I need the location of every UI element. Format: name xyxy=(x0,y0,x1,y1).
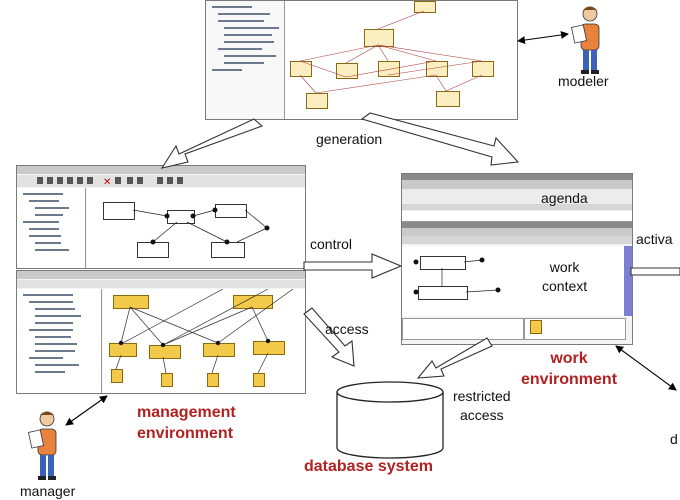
model-node xyxy=(378,61,400,77)
management-environment-label: management environment xyxy=(137,404,236,442)
work-context-detail-table xyxy=(402,318,524,340)
cut-off-label: d xyxy=(670,431,678,447)
agenda-menu-bar xyxy=(402,180,632,189)
toolbar: ✕ xyxy=(17,175,305,187)
control-arrow xyxy=(303,253,403,279)
generation-arrow-right xyxy=(360,112,520,166)
model-node xyxy=(336,63,358,79)
modeler-label: modeler xyxy=(558,73,609,89)
access-edges xyxy=(115,289,294,374)
management-access-screenshot xyxy=(16,270,306,394)
control-label: control xyxy=(310,236,353,252)
work-environment-label: work environment xyxy=(521,350,618,388)
generation-label: generation xyxy=(316,131,383,147)
generation-arrow-left xyxy=(160,118,264,169)
manager-icon xyxy=(27,411,57,480)
modeling-tool-screenshot xyxy=(205,0,518,120)
work-context-detail-table xyxy=(524,318,626,340)
model-edges xyxy=(299,10,483,94)
work-context-label: work context xyxy=(542,259,588,294)
document-node xyxy=(253,373,265,387)
access-canvas xyxy=(103,289,305,393)
activation-arrow xyxy=(630,267,680,276)
activation-label: activa xyxy=(636,231,673,247)
access-label: access xyxy=(325,321,369,337)
work-user-connector xyxy=(615,345,677,391)
toolbar-icons: ✕ xyxy=(37,177,183,187)
work-context-menu-bar xyxy=(402,228,632,236)
menu-bar xyxy=(17,271,305,279)
process-tree xyxy=(17,289,102,393)
menu-bar xyxy=(17,166,305,174)
document-node xyxy=(111,369,123,383)
agenda-table xyxy=(402,211,632,222)
modeler-connector xyxy=(517,31,569,44)
document-node xyxy=(530,320,542,334)
restricted-access-label: restricted access xyxy=(453,388,511,423)
work-environment-screenshot xyxy=(401,173,633,345)
agenda-label: agenda xyxy=(541,190,588,206)
agenda-title-bar xyxy=(402,174,632,180)
model-node xyxy=(306,93,328,109)
database-icon xyxy=(336,381,444,459)
work-context-title-bar xyxy=(402,222,632,228)
model-node xyxy=(414,1,436,13)
work-context-tab-bar xyxy=(402,236,632,244)
document-node xyxy=(207,373,219,387)
tab-bar xyxy=(17,280,305,288)
work-context-canvas xyxy=(402,246,624,316)
work-context-node xyxy=(418,286,468,300)
agenda-tab-bar xyxy=(402,204,632,210)
management-control-screenshot: ✕ xyxy=(16,165,306,269)
process-tree xyxy=(17,188,86,268)
manager-connector xyxy=(65,395,108,426)
scrollbar xyxy=(624,246,632,316)
manager-label: manager xyxy=(20,483,76,499)
modeler-icon xyxy=(570,6,600,74)
database-system-label: database system xyxy=(304,458,433,475)
control-edges xyxy=(132,207,270,245)
document-node xyxy=(161,373,173,387)
control-canvas xyxy=(87,188,305,268)
model-tree-panel xyxy=(206,1,285,119)
work-context-edges xyxy=(413,257,501,295)
model-canvas xyxy=(286,1,516,119)
model-node xyxy=(472,61,494,77)
process-node xyxy=(103,202,135,220)
access-arrow xyxy=(303,307,355,367)
svg-text:✕: ✕ xyxy=(103,177,111,187)
work-context-node xyxy=(420,256,466,270)
model-node xyxy=(436,91,460,107)
